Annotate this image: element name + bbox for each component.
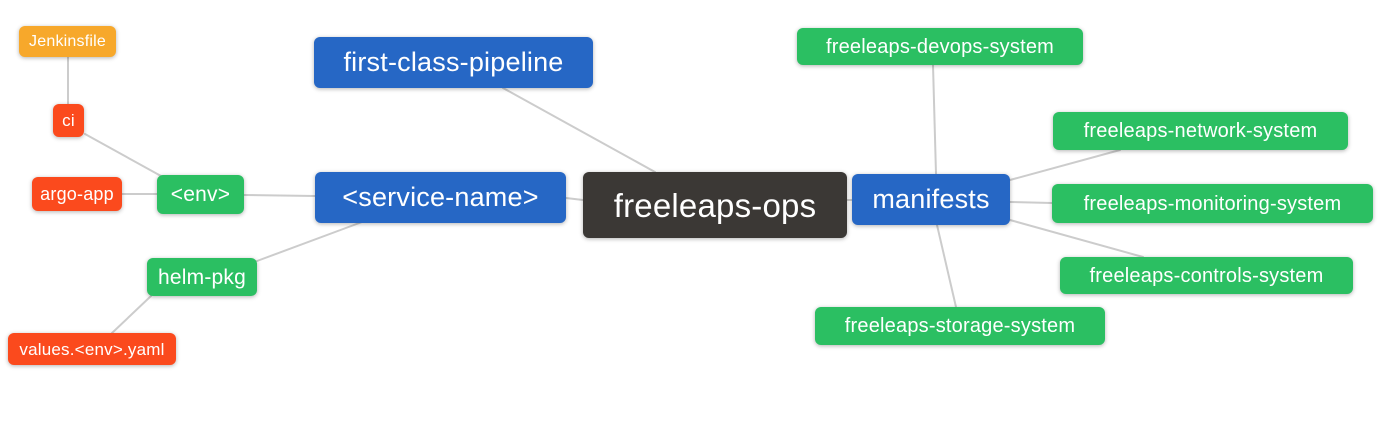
node-freeleaps-storage-system[interactable]: freeleaps-storage-system bbox=[815, 307, 1105, 345]
edge-values-env-yaml-to-helm-pkg bbox=[111, 295, 152, 334]
edge-manifests-to-freeleaps-devops-system bbox=[932, 64, 937, 175]
edge-manifests-to-freeleaps-controls-system bbox=[1009, 219, 1144, 258]
node-helm-pkg[interactable]: helm-pkg bbox=[147, 258, 257, 296]
edge-first-class-pipeline-to-freeleaps-ops bbox=[502, 87, 656, 173]
node-argo-app[interactable]: argo-app bbox=[32, 177, 122, 211]
edge-manifests-to-freeleaps-network-system bbox=[1009, 149, 1121, 181]
edge-manifests-to-freeleaps-storage-system bbox=[936, 224, 957, 308]
node-freeleaps-monitoring-system[interactable]: freeleaps-monitoring-system bbox=[1052, 184, 1373, 223]
edge-manifests-to-freeleaps-monitoring-system bbox=[1009, 201, 1053, 204]
edge-helm-pkg-to-service-name bbox=[256, 221, 363, 262]
node-ci[interactable]: ci bbox=[53, 104, 84, 137]
edge-service-name-to-freeleaps-ops bbox=[565, 197, 584, 201]
node-service-name[interactable]: <service-name> bbox=[315, 172, 566, 223]
node-freeleaps-devops-system[interactable]: freeleaps-devops-system bbox=[797, 28, 1083, 65]
edge-env-to-service-name bbox=[243, 194, 316, 197]
node-freeleaps-controls-system[interactable]: freeleaps-controls-system bbox=[1060, 257, 1353, 294]
node-values-env-yaml[interactable]: values.<env>.yaml bbox=[8, 333, 176, 365]
edge-ci-to-env bbox=[84, 133, 162, 177]
node-freeleaps-network-system[interactable]: freeleaps-network-system bbox=[1053, 112, 1348, 150]
node-manifests[interactable]: manifests bbox=[852, 174, 1010, 225]
node-freeleaps-ops[interactable]: freeleaps-ops bbox=[583, 172, 847, 238]
node-first-class-pipeline[interactable]: first-class-pipeline bbox=[314, 37, 593, 88]
node-env[interactable]: <env> bbox=[157, 175, 244, 214]
node-jenkinsfile[interactable]: Jenkinsfile bbox=[19, 26, 116, 57]
